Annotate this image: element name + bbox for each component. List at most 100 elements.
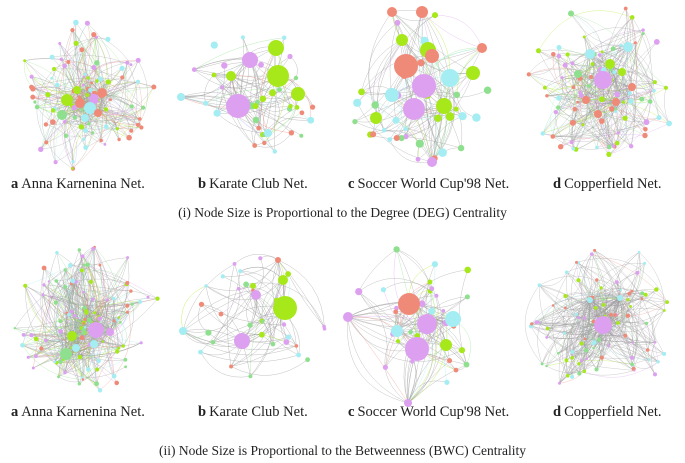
node	[221, 62, 228, 69]
edge	[43, 284, 97, 331]
hub-node	[264, 129, 272, 137]
node	[205, 329, 212, 336]
edge	[230, 359, 308, 376]
node	[76, 334, 80, 337]
node	[83, 326, 87, 329]
edge	[596, 111, 617, 148]
edge	[600, 287, 626, 336]
node	[582, 369, 587, 374]
edge	[234, 254, 279, 265]
node	[582, 35, 586, 39]
node	[117, 346, 121, 350]
node	[592, 340, 597, 345]
edge	[277, 259, 325, 329]
node	[125, 60, 130, 65]
edge	[581, 289, 621, 344]
node	[288, 130, 295, 136]
nodes	[179, 256, 327, 379]
edge	[396, 249, 431, 283]
node	[629, 144, 634, 149]
node	[431, 261, 438, 268]
nodes	[23, 19, 157, 171]
node	[637, 251, 641, 254]
edge	[64, 269, 95, 345]
edge	[578, 363, 635, 371]
edge	[584, 27, 644, 38]
edge	[558, 55, 619, 133]
edge	[347, 316, 454, 345]
edge	[181, 285, 207, 332]
edge	[84, 107, 144, 124]
edge	[567, 339, 600, 376]
edge	[589, 289, 657, 303]
edge	[538, 10, 633, 51]
node	[619, 43, 623, 47]
node	[204, 284, 208, 288]
node	[556, 105, 561, 110]
node	[387, 137, 393, 142]
node	[72, 115, 78, 120]
node	[353, 98, 362, 107]
hub-node	[57, 110, 67, 120]
hub-node	[618, 68, 626, 76]
node	[71, 104, 78, 111]
node	[565, 373, 570, 378]
node	[49, 54, 55, 60]
node	[29, 84, 34, 90]
edge	[250, 279, 284, 377]
node	[537, 283, 542, 287]
hub-node	[404, 399, 412, 407]
node	[614, 140, 620, 146]
node	[53, 360, 57, 364]
node	[562, 331, 566, 335]
node	[427, 279, 433, 285]
node	[656, 360, 660, 364]
node	[13, 327, 16, 330]
edge	[585, 99, 646, 136]
edge	[566, 271, 595, 323]
node	[98, 263, 102, 267]
node	[571, 85, 576, 89]
node	[232, 262, 237, 266]
edge	[396, 120, 419, 160]
hub-node	[177, 93, 185, 101]
node	[393, 246, 400, 253]
network-graph-svg	[13, 245, 160, 393]
node	[643, 292, 648, 297]
node	[285, 334, 291, 340]
node	[576, 278, 581, 283]
node	[262, 140, 267, 146]
edge	[528, 74, 578, 103]
edge	[619, 297, 633, 343]
edge	[652, 301, 668, 343]
node	[38, 146, 44, 152]
node	[614, 91, 621, 98]
node	[136, 79, 140, 84]
edge	[264, 112, 302, 144]
panel-name: Anna Karnenina Net.	[21, 176, 145, 192]
hub-node	[73, 86, 81, 94]
panel-name: Copperfield Net.	[564, 176, 662, 192]
node	[58, 329, 63, 334]
node	[256, 125, 262, 131]
node	[577, 371, 582, 376]
edge	[552, 305, 635, 371]
edge	[619, 290, 668, 303]
hub-node	[594, 110, 602, 118]
node	[563, 293, 568, 299]
edge	[71, 312, 128, 339]
edge	[558, 90, 655, 108]
hub-node	[436, 98, 452, 114]
node	[619, 288, 622, 292]
edge	[593, 343, 650, 361]
node	[434, 114, 442, 122]
edge	[555, 94, 618, 117]
edge	[591, 253, 614, 326]
edge	[217, 93, 299, 115]
node	[612, 70, 617, 75]
node	[453, 91, 461, 99]
node	[238, 269, 243, 274]
edge	[602, 51, 667, 88]
